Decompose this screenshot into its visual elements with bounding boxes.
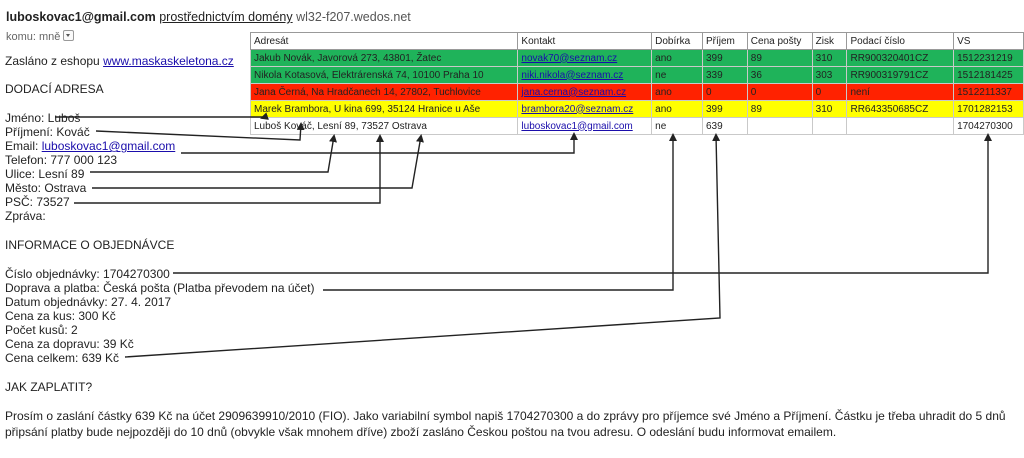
postage-cell: 36 bbox=[746, 66, 813, 84]
sender-address[interactable]: luboskovac1@gmail.com bbox=[6, 10, 156, 24]
contact-cell: niki.nikola@seznam.cz bbox=[517, 66, 653, 84]
arrow-email bbox=[181, 132, 578, 154]
city-line: Město: Ostrava bbox=[5, 181, 87, 195]
contact-email-link[interactable]: jana.cerna@seznam.cz bbox=[521, 86, 627, 98]
orders-table: Adresát Kontakt Dobírka Příjem Cena pošt… bbox=[249, 32, 1024, 135]
table-row: Jana Černá, Na Hradčanech 14, 27802, Tuc… bbox=[249, 83, 1024, 101]
profit-cell: 0 bbox=[811, 83, 848, 101]
profit-cell: 303 bbox=[811, 66, 848, 84]
sent-from-prefix: Zasláno z eshopu bbox=[5, 54, 100, 68]
arrow-total bbox=[124, 133, 721, 358]
recipient-label: komu: mně bbox=[6, 31, 61, 43]
column-header: Podací číslo bbox=[846, 32, 955, 50]
shop-link[interactable]: www.maskaskeletona.cz bbox=[103, 54, 234, 68]
cod-cell: ano bbox=[651, 100, 703, 118]
vs-cell: 1512181425 bbox=[953, 66, 1024, 84]
income-cell: 639 bbox=[701, 117, 748, 135]
sent-from-line: Zasláno z eshopu www.maskaskeletona.cz bbox=[5, 54, 234, 68]
tracking-cell: není bbox=[846, 83, 955, 101]
income-cell: 399 bbox=[701, 100, 748, 118]
vs-cell: 1512211337 bbox=[953, 83, 1024, 101]
cod-cell: ne bbox=[651, 66, 703, 84]
postage-cell: 89 bbox=[746, 100, 813, 118]
address-cell: Jana Černá, Na Hradčanech 14, 27802, Tuc… bbox=[249, 83, 519, 101]
email-header: luboskovac1@gmail.com prostřednictvím do… bbox=[6, 10, 411, 24]
pay-heading: JAK ZAPLATIT? bbox=[5, 380, 93, 394]
profit-cell bbox=[811, 117, 848, 135]
email-line: Email: luboskovac1@gmail.com bbox=[5, 139, 175, 153]
street-line: Ulice: Lesní 89 bbox=[5, 167, 85, 181]
tracking-cell: RR900320401CZ bbox=[846, 49, 955, 67]
cod-cell: ano bbox=[651, 83, 703, 101]
contact-email-link[interactable]: niki.nikola@seznam.cz bbox=[521, 69, 624, 81]
column-header: Zisk bbox=[811, 32, 848, 50]
zip-line: PSČ: 73527 bbox=[5, 195, 70, 209]
address-cell: Nikola Kotasová, Elektrárenská 74, 10100… bbox=[249, 66, 519, 84]
column-header: Příjem bbox=[701, 32, 748, 50]
shipping-price-line: Cena za dopravu: 39 Kč bbox=[5, 337, 134, 351]
order-date-line: Datum objednávky: 27. 4. 2017 bbox=[5, 295, 172, 309]
column-header: Cena pošty bbox=[746, 32, 813, 50]
pay-text-line-2: připsání platby bude nejpozději do 10 dn… bbox=[5, 425, 837, 439]
name-line: Jméno: Luboš bbox=[5, 111, 81, 125]
income-cell: 399 bbox=[701, 49, 748, 67]
profit-cell: 310 bbox=[811, 49, 848, 67]
tracking-cell: RR900319791CZ bbox=[846, 66, 955, 84]
tracking-cell: RR643350685CZ bbox=[846, 100, 955, 118]
vs-cell: 1704270300 bbox=[953, 117, 1024, 135]
arrow-shipping bbox=[323, 133, 677, 291]
quantity-line: Počet kusů: 2 bbox=[5, 323, 78, 337]
order-number-line: Číslo objednávky: 1704270300 bbox=[5, 267, 170, 281]
income-cell: 0 bbox=[701, 83, 748, 101]
cod-cell: ano bbox=[651, 49, 703, 67]
contact-cell: brambora20@seznam.cz bbox=[517, 100, 653, 118]
tracking-cell bbox=[846, 117, 955, 135]
table-row: Marek Brambora, U kina 699, 35124 Hranic… bbox=[249, 100, 1024, 118]
recipient-details-dropdown-icon[interactable] bbox=[63, 30, 75, 41]
contact-email-link[interactable]: novak70@seznam.cz bbox=[521, 52, 618, 64]
sender-host: wl32-f207.wedos.net bbox=[296, 10, 411, 24]
profit-cell: 310 bbox=[811, 100, 848, 118]
vs-cell: 1512231219 bbox=[953, 49, 1024, 67]
phone-line: Telefon: 777 000 123 bbox=[5, 153, 118, 167]
table-row: Nikola Kotasová, Elektrárenská 74, 10100… bbox=[249, 66, 1024, 84]
message-line: Zpráva: bbox=[5, 209, 46, 223]
via-domain-link[interactable]: prostřednictvím domény bbox=[159, 10, 293, 24]
delivery-heading: DODACÍ ADRESA bbox=[5, 82, 104, 96]
vs-cell: 1701282153 bbox=[953, 100, 1024, 118]
table-row: Jakub Novák, Javorová 273, 43801, Žatec … bbox=[249, 49, 1024, 67]
unit-price-line: Cena za kus: 300 Kč bbox=[5, 309, 116, 323]
arrow-order-number bbox=[173, 133, 992, 274]
column-header: VS bbox=[953, 32, 1024, 50]
pay-text-line-1: Prosím o zaslání částky 639 Kč na účet 2… bbox=[5, 409, 1006, 423]
contact-email-link[interactable]: brambora20@seznam.cz bbox=[521, 103, 634, 115]
column-header: Adresát bbox=[249, 32, 519, 50]
shipping-line: Doprava a platba: Česká pošta (Platba př… bbox=[5, 281, 315, 295]
contact-cell: luboskovac1@gmail.com bbox=[517, 117, 653, 135]
column-header: Dobírka bbox=[651, 32, 703, 50]
contact-cell: novak70@seznam.cz bbox=[517, 49, 653, 67]
postage-cell: 0 bbox=[746, 83, 813, 101]
income-cell: 339 bbox=[701, 66, 748, 84]
contact-cell: jana.cerna@seznam.cz bbox=[517, 83, 653, 101]
total-line: Cena celkem: 639 Kč bbox=[5, 351, 120, 365]
postage-cell: 89 bbox=[746, 49, 813, 67]
table-row: Luboš Kováč, Lesní 89, 73527 Ostrava lub… bbox=[249, 117, 1024, 135]
cod-cell: ne bbox=[651, 117, 703, 135]
address-cell: Luboš Kováč, Lesní 89, 73527 Ostrava bbox=[249, 117, 519, 135]
email-prefix: Email: bbox=[5, 139, 39, 153]
column-header: Kontakt bbox=[517, 32, 653, 50]
customer-email-link[interactable]: luboskovac1@gmail.com bbox=[41, 139, 176, 153]
arrow-name bbox=[55, 112, 269, 120]
contact-email-link[interactable]: luboskovac1@gmail.com bbox=[521, 120, 633, 132]
address-cell: Marek Brambora, U kina 699, 35124 Hranic… bbox=[249, 100, 519, 118]
postage-cell bbox=[746, 117, 813, 135]
order-heading: INFORMACE O OBJEDNÁVCE bbox=[5, 238, 175, 252]
surname-line: Příjmení: Kováč bbox=[5, 125, 90, 139]
address-cell: Jakub Novák, Javorová 273, 43801, Žatec bbox=[249, 49, 519, 67]
table-header-row: Adresát Kontakt Dobírka Příjem Cena pošt… bbox=[249, 32, 1024, 50]
recipient-line: komu: mně bbox=[6, 30, 75, 43]
